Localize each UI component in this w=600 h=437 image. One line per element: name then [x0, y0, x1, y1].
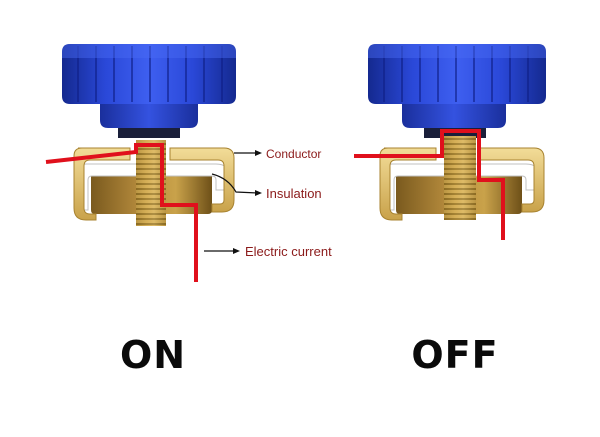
current-path-off — [354, 129, 505, 240]
annotation-leaders — [204, 150, 262, 254]
insulation-leader — [211, 173, 259, 194]
knob-on — [62, 44, 236, 138]
conductor-label: Conductor — [266, 147, 321, 161]
knob-off — [368, 44, 546, 138]
insulation-label: Insulation — [266, 186, 322, 201]
state-label-on: ON — [119, 333, 187, 377]
conductor-right-on — [169, 147, 235, 213]
switch-on — [45, 44, 236, 282]
current-path-on — [45, 143, 198, 282]
state-label-off: OFF — [411, 333, 499, 377]
switch-off — [354, 44, 546, 240]
current-label: Electric current — [245, 244, 332, 259]
conductor-right-off — [479, 147, 545, 213]
